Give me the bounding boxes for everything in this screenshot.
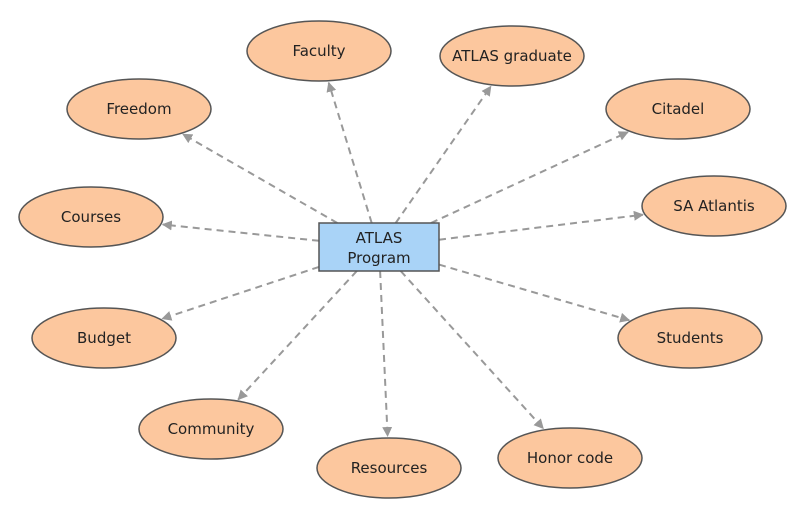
node-label-citadel: Citadel	[652, 100, 705, 118]
edges	[161, 81, 644, 437]
node-label-faculty: Faculty	[292, 42, 345, 60]
node-sa-atlantis[interactable]: SA Atlantis	[641, 175, 787, 237]
node-ellipse-resources	[316, 437, 462, 499]
node-label-resources: Resources	[351, 459, 428, 477]
edge-sa-atlantis	[438, 210, 644, 241]
node-label-community: Community	[168, 420, 255, 438]
node-label-honor-code: Honor code	[527, 449, 613, 467]
node-ellipse-students	[617, 307, 763, 369]
node-label-students: Students	[657, 329, 724, 347]
edge-budget	[161, 265, 320, 321]
center-box	[318, 222, 440, 272]
node-ellipse-community	[138, 398, 284, 460]
edge-community	[237, 270, 358, 401]
center-label-line1: ATLAS	[356, 229, 403, 247]
edge-freedom	[182, 133, 338, 224]
edge-honor-code	[399, 270, 544, 430]
node-atlas-graduate[interactable]: ATLAS graduate	[439, 25, 585, 87]
node-ellipse-courses	[18, 186, 164, 248]
node-ellipse-budget	[31, 307, 177, 369]
node-ellipse-citadel	[605, 78, 751, 140]
node-ellipse-atlas-graduate	[439, 25, 585, 87]
node-faculty[interactable]: Faculty	[246, 20, 392, 82]
node-label-budget: Budget	[77, 329, 131, 347]
edge-citadel	[430, 131, 629, 224]
node-label-sa-atlantis: SA Atlantis	[673, 197, 755, 215]
edge-students	[438, 263, 631, 323]
node-label-courses: Courses	[61, 208, 121, 226]
node-ellipse-honor-code	[497, 427, 643, 489]
node-citadel[interactable]: Citadel	[605, 78, 751, 140]
node-label-freedom: Freedom	[106, 100, 171, 118]
node-resources[interactable]: Resources	[316, 437, 462, 499]
edge-courses	[161, 220, 320, 242]
center-node[interactable]: ATLAS Program	[318, 222, 440, 272]
edge-resources	[379, 270, 393, 437]
node-ellipse-faculty	[246, 20, 392, 82]
node-label-atlas-graduate: ATLAS graduate	[452, 47, 572, 65]
node-honor-code[interactable]: Honor code	[497, 427, 643, 489]
node-ellipse-sa-atlantis	[641, 175, 787, 237]
edge-faculty	[326, 81, 373, 224]
node-freedom[interactable]: Freedom	[66, 78, 212, 140]
node-budget[interactable]: Budget	[31, 307, 177, 369]
node-ellipse-freedom	[66, 78, 212, 140]
node-students[interactable]: Students	[617, 307, 763, 369]
center-label-line2: Program	[347, 249, 410, 267]
node-courses[interactable]: Courses	[18, 186, 164, 248]
node-community[interactable]: Community	[138, 398, 284, 460]
edge-atlas-graduate	[394, 85, 492, 224]
